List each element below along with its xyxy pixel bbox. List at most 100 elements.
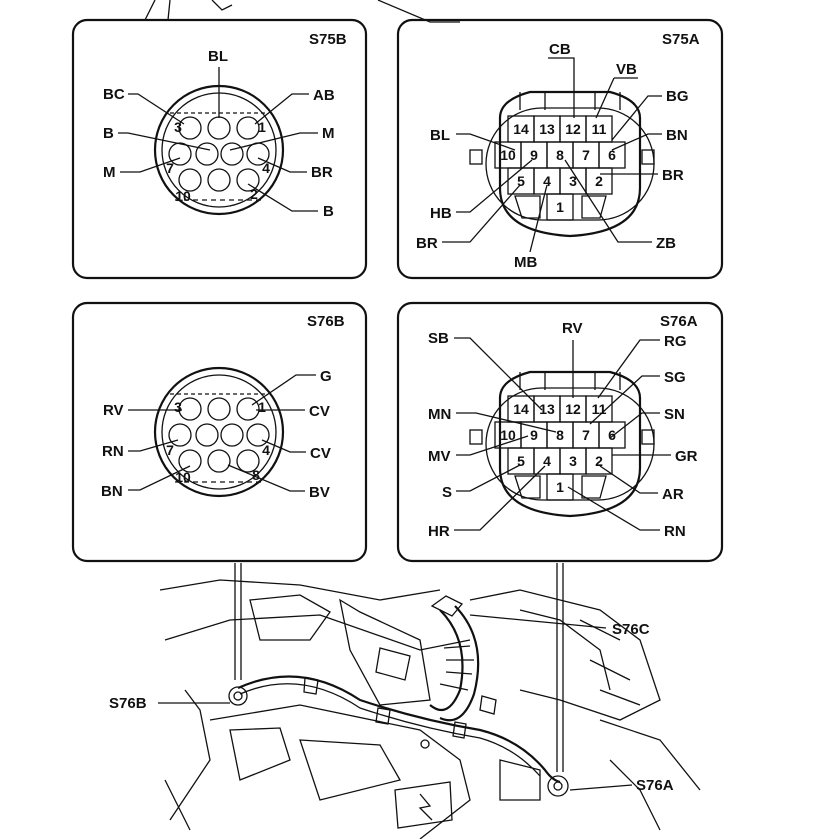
- s76a-wire-labels: RV SB RG SG MN SN MV GR S AR HR RN: [428, 320, 698, 540]
- s75a-pin-11: 11: [592, 121, 607, 137]
- s76b-label-rn: RN: [102, 443, 124, 460]
- callout-s76a: S76A: [636, 777, 674, 794]
- s76b-label-g: G: [320, 368, 332, 385]
- s75a-label-cb: CB: [549, 41, 571, 58]
- s75b-label-m-right: M: [322, 125, 335, 142]
- s76a-pin-6: 6: [608, 427, 616, 443]
- s76b-label-bv: BV: [309, 484, 330, 501]
- s76a-pin-11: 11: [592, 401, 607, 417]
- s75a-label-vb: VB: [616, 61, 637, 78]
- s75a-pin-7: 7: [582, 147, 590, 163]
- s76b-label-cv-bottom: CV: [310, 445, 331, 462]
- panel-s75b: S75B 3 1 7 4 10 2 BL BC AB B M: [71, 18, 368, 280]
- s76a-label-mv: MV: [428, 448, 451, 465]
- round-connector-s76b: [153, 366, 285, 498]
- panel-s75a-frame: [396, 18, 724, 280]
- s75a-label-br-left: BR: [416, 235, 438, 252]
- s75b-label-b-left: B: [103, 125, 114, 142]
- s75a-pin-12: 12: [565, 121, 581, 137]
- s75a-pin-1: 1: [556, 199, 564, 215]
- s76a-label-mn: MN: [428, 406, 451, 423]
- s76a-label-s: S: [442, 484, 452, 501]
- s75a-label-hb: HB: [430, 205, 452, 222]
- s76b-pin-3: 3: [174, 399, 182, 415]
- panel-s76a-frame: [396, 301, 724, 563]
- s75b-label-b-bottom: B: [323, 203, 334, 220]
- s75b-pin-7: 7: [166, 160, 174, 176]
- s76a-label-sg: SG: [664, 369, 686, 386]
- s76a-label-rv: RV: [562, 320, 583, 337]
- s76a-pin-4: 4: [543, 453, 551, 469]
- s76a-pin-9: 9: [530, 427, 538, 443]
- s75a-label-br-right: BR: [662, 167, 684, 184]
- s76a-pin-1: 1: [556, 479, 564, 495]
- s75b-pin-1: 1: [258, 119, 266, 135]
- s76a-label-ar: AR: [662, 486, 684, 503]
- s76a-label-rg: RG: [664, 333, 687, 350]
- s75b-pin-4: 4: [262, 160, 270, 176]
- multi-pin-connector-s75a: [469, 90, 655, 238]
- s76a-pin-7: 7: [582, 427, 590, 443]
- s75b-wire-labels: BL BC AB B M M BR B: [103, 48, 335, 220]
- s75b-pin-10: 10: [175, 188, 191, 204]
- s76b-pin-numbers: 3 1 7 4 10 8: [166, 399, 270, 485]
- s76b-label-cv-top: CV: [309, 403, 330, 420]
- s76a-label-sn: SN: [664, 406, 685, 423]
- s76b-pin-7: 7: [166, 442, 174, 458]
- s76a-label-hr: HR: [428, 523, 450, 540]
- engine-bay-illustration: [159, 563, 701, 839]
- s76a-pin-13: 13: [539, 401, 555, 417]
- s76a-pin-12: 12: [565, 401, 581, 417]
- s76a-pin-14: 14: [513, 401, 529, 417]
- s76a-pin-5: 5: [517, 453, 525, 469]
- s75a-pin-2: 2: [595, 173, 603, 189]
- s75b-label-bl: BL: [208, 48, 228, 65]
- s75b-pin-2: 2: [250, 186, 258, 202]
- s76b-label-rv: RV: [103, 402, 124, 419]
- s75a-pin-3: 3: [569, 173, 577, 189]
- panel-s75a: S75A 14 13 12 11 10 9 8 7: [396, 18, 724, 280]
- panel-s75a-title: S75A: [662, 31, 700, 48]
- s76a-pin-2: 2: [595, 453, 603, 469]
- panel-s76b-frame: [71, 301, 368, 563]
- s76a-pin-3: 3: [569, 453, 577, 469]
- s75a-label-bl: BL: [430, 127, 450, 144]
- multi-pin-connector-s76a: [469, 370, 655, 518]
- callout-s76b: S76B: [109, 695, 147, 712]
- s76a-label-rn: RN: [664, 523, 686, 540]
- top-leader-lines: [144, 0, 460, 23]
- warning-bolt-icon: [418, 793, 433, 821]
- callout-s76c: S76C: [612, 621, 650, 638]
- s75a-label-bn: BN: [666, 127, 688, 144]
- s75a-pin-13: 13: [539, 121, 555, 137]
- panel-s76b: S76B 3 1 7 4 10 8 G RV CV RN CV: [71, 301, 368, 563]
- s75b-label-bc: BC: [103, 86, 125, 103]
- panel-s76a: S76A 14 13 12 11 10 9 8 7: [396, 301, 724, 563]
- s76b-wire-labels: G RV CV RN CV BN BV: [101, 368, 332, 501]
- s75a-pin-5: 5: [517, 173, 525, 189]
- s75b-pin-numbers: 3 1 7 4 10 2: [166, 119, 270, 204]
- s75a-pin-9: 9: [530, 147, 538, 163]
- s75a-pin-6: 6: [608, 147, 616, 163]
- s75a-pin-14: 14: [513, 121, 529, 137]
- panel-s76b-title: S76B: [307, 313, 345, 330]
- s76b-pin-1: 1: [258, 399, 266, 415]
- s76b-pin-4: 4: [262, 442, 270, 458]
- s75a-pin-10: 10: [500, 147, 516, 163]
- s76a-label-gr: GR: [675, 448, 698, 465]
- s76a-pin-10: 10: [500, 427, 516, 443]
- s75a-pin-numbers: 14 13 12 11 10 9 8 7 6 5 4 3 2 1: [500, 121, 616, 215]
- panel-s76a-title: S76A: [660, 313, 698, 330]
- callout-labels: S76B S76C S76A: [109, 614, 674, 794]
- panel-s75b-frame: [71, 18, 368, 280]
- s75a-wire-labels: CB VB BG BL BN BR HB BR MB ZB: [416, 41, 689, 271]
- s75a-label-mb: MB: [514, 254, 537, 271]
- panel-s75b-title: S75B: [309, 31, 347, 48]
- s75a-label-zb: ZB: [656, 235, 676, 252]
- s75a-pin-4: 4: [543, 173, 551, 189]
- s75b-label-br: BR: [311, 164, 333, 181]
- s75b-pin-3: 3: [174, 119, 182, 135]
- s76a-pin-8: 8: [556, 427, 564, 443]
- s76a-label-sb: SB: [428, 330, 449, 347]
